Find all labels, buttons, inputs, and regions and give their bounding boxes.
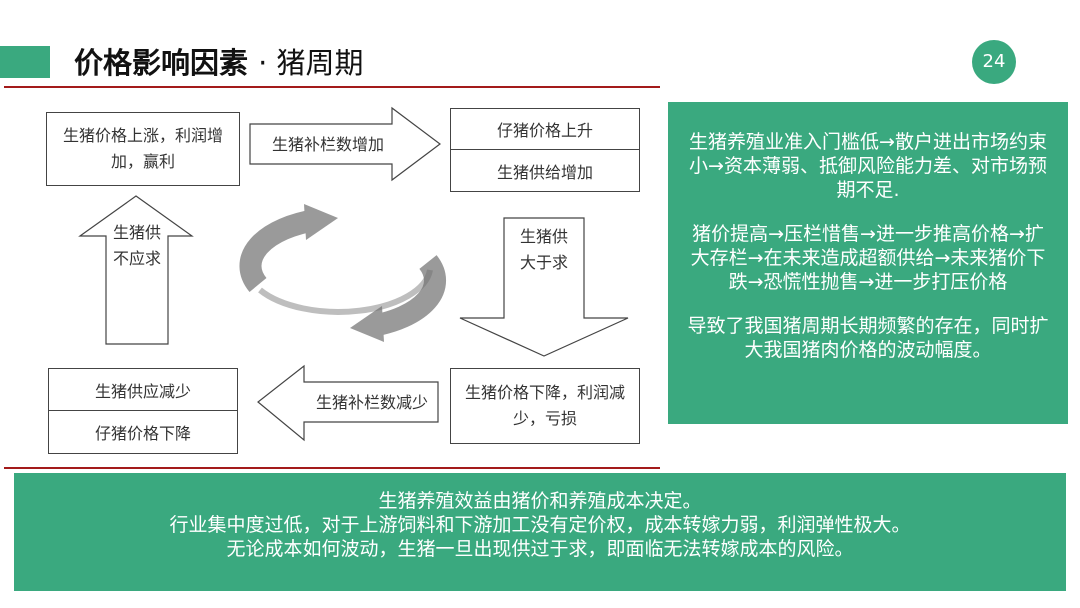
- box-price-fall-text: 生猪价格下降，利润减少，亏损: [464, 383, 625, 428]
- box-price-rise: 生猪价格上涨，利润增加，赢利: [46, 112, 240, 186]
- explanation-paragraph-2: 猪价提高→压栏惜售→进一步推高价格→扩大存栏→在未来造成超额供给→未来猪价下跌→…: [690, 223, 1046, 293]
- arrow-down-shape: [459, 217, 629, 357]
- cycle-icon: [239, 204, 446, 342]
- header-rule: [4, 86, 660, 88]
- summary-line-1: 生猪养殖效益由猪价和养殖成本决定。: [378, 490, 702, 512]
- supply-decrease-label: 生猪供应减少: [49, 369, 237, 411]
- arrow-up-label: 生猪供不应求: [112, 223, 161, 268]
- arrow-left-shape: [257, 364, 439, 442]
- section-rule: [4, 467, 660, 469]
- arrow-left-label: 生猪补栏数减少: [315, 393, 428, 412]
- pig-cycle-diagram: 生猪价格上涨，利润增加，赢利 仔猪价格上升 生猪供给增加 生猪价格下降，利润减少…: [0, 0, 660, 470]
- summary-line-2: 行业集中度过低，对于上游饲料和下游加工没有定价权，成本转嫁力弱，利润弹性极大。: [169, 514, 911, 536]
- explanation-paragraph-1: 生猪养殖业准入门槛低→散户进出市场约束小→资本薄弱、抵御风险能力差、对市场预期不…: [689, 131, 1047, 201]
- title-accent-bar: [0, 46, 50, 78]
- box-price-rise-text: 生猪价格上涨，利润增加，赢利: [62, 126, 223, 171]
- arrow-right-shape: [249, 106, 441, 182]
- box-price-fall: 生猪价格下降，利润减少，亏损: [450, 368, 640, 444]
- arrow-down-label: 生猪供大于求: [519, 227, 568, 272]
- piglet-price-up-label: 仔猪价格上升: [451, 109, 639, 150]
- diagram-arrows: [78, 106, 629, 442]
- box-piglet-price-up: 仔猪价格上升 生猪供给增加: [450, 108, 640, 192]
- supply-increase-label: 生猪供给增加: [496, 162, 593, 182]
- arrow-up-shape: [78, 195, 194, 345]
- arrow-right-label: 生猪补栏数增加: [271, 135, 384, 154]
- piglet-price-down-label: 仔猪价格下降: [94, 424, 191, 443]
- explanation-paragraph-3: 导致了我国猪周期长期频繁的存在，同时扩大我国猪肉价格的波动幅度。: [687, 315, 1049, 361]
- page-title: 价格影响因素 · 猪周期: [74, 40, 364, 82]
- page-number-badge: 24: [972, 40, 1016, 84]
- right-explanation-panel: 生猪养殖业准入门槛低→散户进出市场约束小→资本薄弱、抵御风险能力差、对市场预期不…: [668, 102, 1068, 424]
- summary-line-3: 无论成本如何波动，生猪一旦出现供过于求，即面临无法转嫁成本的风险。: [226, 538, 854, 560]
- box-supply-decrease: 生猪供应减少 仔猪价格下降: [48, 368, 238, 454]
- title-subtitle: · 猪周期: [258, 46, 364, 80]
- bottom-summary-panel: 生猪养殖效益由猪价和养殖成本决定。 行业集中度过低，对于上游饲料和下游加工没有定…: [14, 473, 1066, 591]
- title-main: 价格影响因素: [74, 46, 249, 80]
